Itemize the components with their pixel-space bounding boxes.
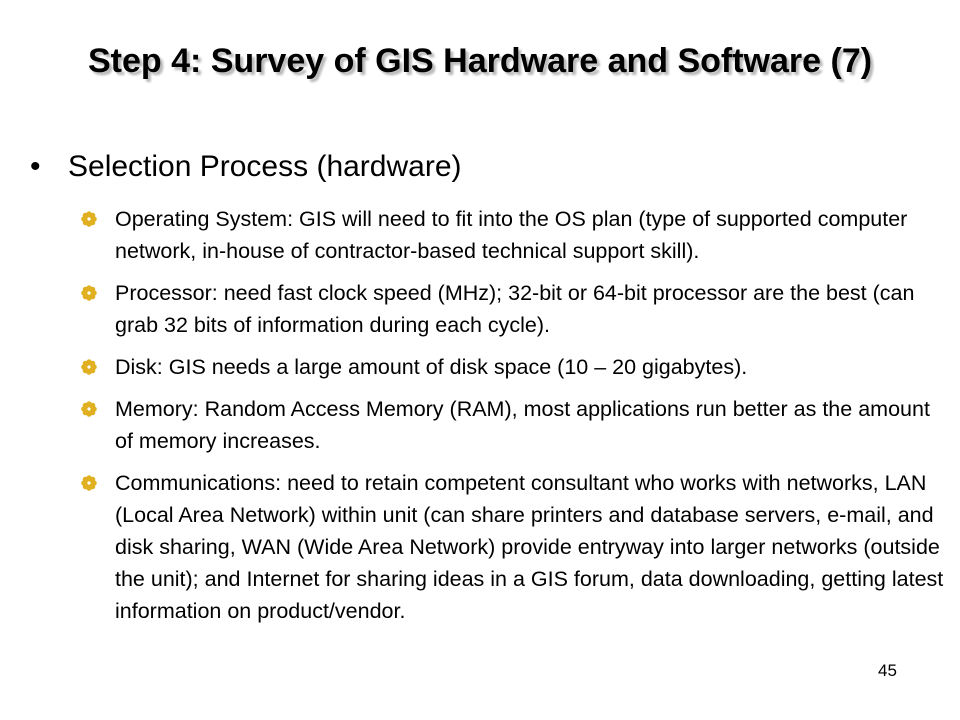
section-heading-text: Selection Process (hardware) [68, 150, 462, 183]
bullet-list: Operating System: GIS will need to fit i… [80, 203, 952, 637]
list-item: Processor: need fast clock speed (MHz); … [80, 277, 952, 341]
sun-flower-bullet-icon [81, 211, 97, 227]
sun-flower-bullet-icon [81, 401, 97, 417]
sun-flower-bullet-icon [81, 475, 97, 491]
list-item: Communications: need to retain competent… [80, 467, 952, 627]
list-item-text: Memory: Random Access Memory (RAM), most… [115, 397, 930, 453]
list-item-text: Disk: GIS needs a large amount of disk s… [115, 355, 748, 379]
heading-bullet: • [30, 150, 41, 183]
list-item: Disk: GIS needs a large amount of disk s… [80, 351, 952, 383]
section-heading: • Selection Process (hardware) [30, 148, 462, 186]
list-item-text: Communications: need to retain competent… [115, 471, 944, 623]
list-item: Operating System: GIS will need to fit i… [80, 203, 952, 267]
sun-flower-bullet-icon [81, 359, 97, 375]
list-item-text: Operating System: GIS will need to fit i… [115, 207, 908, 263]
sun-flower-bullet-icon [81, 285, 97, 301]
slide-title: Step 4: Survey of GIS Hardware and Softw… [87, 42, 873, 80]
list-item-text: Processor: need fast clock speed (MHz); … [115, 281, 915, 337]
page-number: 45 [878, 661, 897, 680]
list-item: Memory: Random Access Memory (RAM), most… [80, 393, 952, 457]
